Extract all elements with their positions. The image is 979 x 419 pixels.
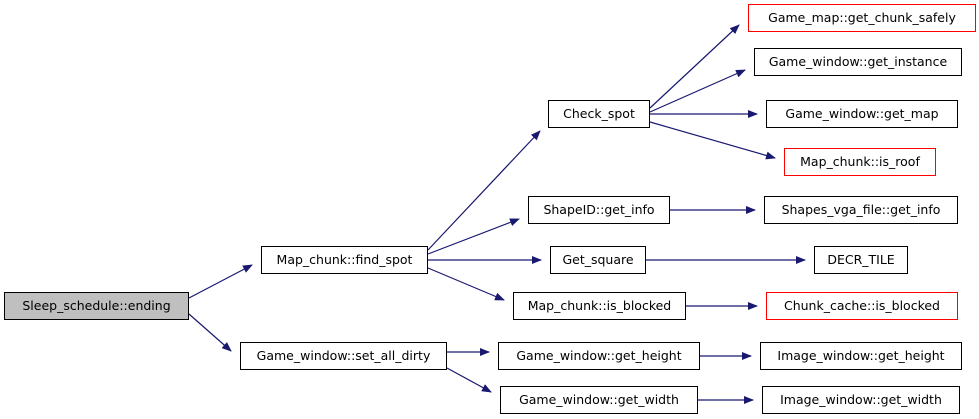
graph-node-iw_get_width[interactable]: Image_window::get_width xyxy=(762,386,960,414)
graph-node-check_spot[interactable]: Check_spot xyxy=(548,100,650,128)
graph-node-sleep_ending[interactable]: Sleep_schedule::ending xyxy=(4,292,189,320)
graph-node-chunk_cache_blocked[interactable]: Chunk_cache::is_blocked xyxy=(766,292,958,320)
graph-node-label: Game_map::get_chunk_safely xyxy=(768,9,956,25)
graph-edge xyxy=(188,313,232,352)
graph-node-label: Chunk_cache::is_blocked xyxy=(783,297,940,313)
graph-node-label: Game_window::get_instance xyxy=(768,53,948,69)
graph-node-label: Map_chunk::is_blocked xyxy=(527,297,672,313)
graph-node-label: Image_window::get_height xyxy=(777,347,945,363)
graph-node-label: Game_window::get_width xyxy=(519,391,679,407)
graph-node-label: Get_square xyxy=(562,251,634,267)
graph-edge xyxy=(427,218,520,255)
graph-node-label: Game_window::set_all_dirty xyxy=(256,347,431,363)
graph-node-label: Game_window::get_map xyxy=(785,105,939,121)
graph-node-mapchunk_is_roof[interactable]: Map_chunk::is_roof xyxy=(784,148,936,176)
graph-node-gw_get_height[interactable]: Game_window::get_height xyxy=(498,342,700,370)
graph-node-find_spot[interactable]: Map_chunk::find_spot xyxy=(261,246,428,274)
graph-node-label: Map_chunk::is_roof xyxy=(800,153,920,169)
graph-node-label: DECR_TILE xyxy=(827,251,895,267)
graph-node-label: Shapes_vga_file::get_info xyxy=(781,201,941,217)
graph-node-get_chunk_safely[interactable]: Game_map::get_chunk_safely xyxy=(748,4,976,32)
graph-node-get_square[interactable]: Get_square xyxy=(550,246,646,274)
graph-node-gw_get_map[interactable]: Game_window::get_map xyxy=(766,100,958,128)
graph-edge xyxy=(649,24,740,109)
graph-node-label: Check_spot xyxy=(563,105,635,121)
graph-node-label: Game_window::get_height xyxy=(516,347,682,363)
graph-edge xyxy=(427,267,505,301)
graph-node-label: Sleep_schedule::ending xyxy=(22,297,171,313)
graph-node-mapchunk_is_blocked[interactable]: Map_chunk::is_blocked xyxy=(513,292,686,320)
graph-edge xyxy=(427,130,541,251)
graph-node-label: ShapeID::get_info xyxy=(543,201,655,217)
graph-node-set_all_dirty[interactable]: Game_window::set_all_dirty xyxy=(240,342,447,370)
graph-edge xyxy=(649,121,776,160)
graph-node-iw_get_height[interactable]: Image_window::get_height xyxy=(760,342,962,370)
graph-node-shapeid_get_info[interactable]: ShapeID::get_info xyxy=(528,196,670,224)
graph-node-label: Map_chunk::find_spot xyxy=(276,251,413,267)
graph-edge xyxy=(188,264,253,299)
graph-node-decr_tile[interactable]: DECR_TILE xyxy=(814,246,908,274)
graph-edge xyxy=(446,367,492,393)
graph-edge xyxy=(649,69,746,113)
graph-node-shapes_vga_get_info[interactable]: Shapes_vga_file::get_info xyxy=(764,196,958,224)
graph-node-label: Image_window::get_width xyxy=(780,391,942,407)
graph-node-gw_get_instance[interactable]: Game_window::get_instance xyxy=(754,48,962,76)
graph-node-gw_get_width[interactable]: Game_window::get_width xyxy=(500,386,698,414)
